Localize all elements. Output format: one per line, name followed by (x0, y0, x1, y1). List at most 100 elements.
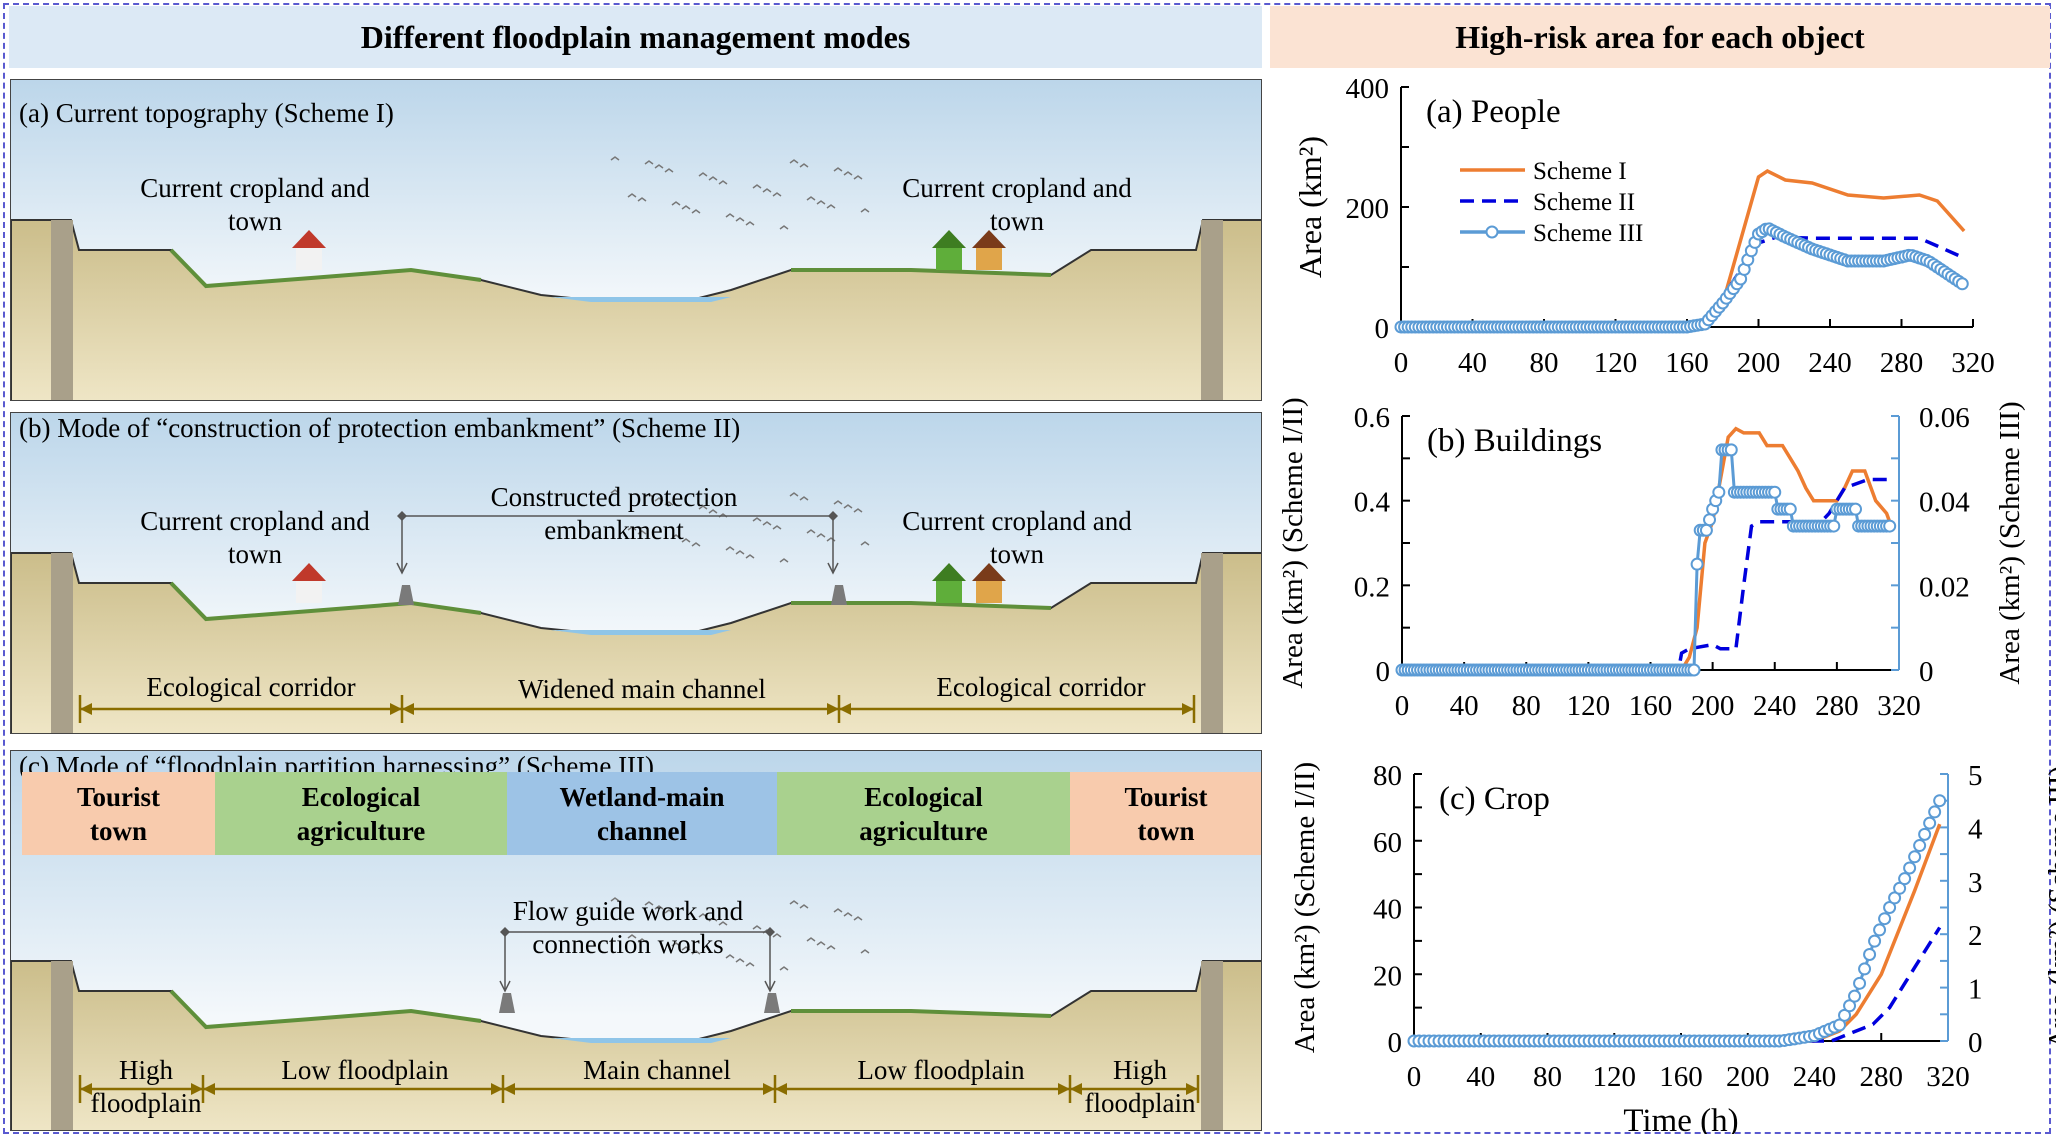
figure-frame (3, 3, 2051, 1134)
arrow-head-icon (499, 980, 511, 993)
arrow-left-icon (775, 1083, 787, 1095)
chart-title: (a) People (1426, 94, 1561, 130)
x-tick-label: 240 (1753, 690, 1797, 722)
embankment-icon (398, 585, 414, 605)
embankment-callout (401, 515, 834, 573)
bird-icon (860, 949, 870, 954)
bird-icon (735, 217, 745, 222)
grass (169, 248, 482, 289)
x-tick-label: 80 (1530, 347, 1559, 379)
x-tick-label: 280 (1880, 347, 1924, 379)
house-icon (976, 248, 1002, 270)
data-point-scheme-iii (1687, 663, 1701, 677)
house-roof-icon (972, 563, 1006, 581)
bird-icon (843, 504, 853, 509)
data-point-scheme-iii (1724, 443, 1738, 457)
bird-icon (725, 213, 735, 218)
bird-icon (772, 192, 782, 197)
house-icon (976, 581, 1002, 603)
x-tick-label: 320 (1877, 690, 1921, 722)
bird-icon (806, 529, 816, 534)
y2-tick-label: 4 (1968, 813, 1983, 845)
x-tick-label: 160 (1665, 347, 1709, 379)
bird-icon (826, 945, 836, 950)
bird-icon (644, 160, 654, 165)
x-tick-label: 320 (1951, 347, 1995, 379)
bird-icon (860, 541, 870, 546)
river-water (551, 1038, 731, 1043)
bird-icon (745, 962, 755, 967)
bird-icon (698, 172, 708, 177)
y-tick-label: 400 (1346, 73, 1390, 105)
data-point-scheme-iii (1928, 805, 1942, 819)
bird-icon (644, 901, 654, 906)
data-point-scheme-iii (1827, 519, 1841, 533)
x-tick-label: 0 (1407, 1061, 1422, 1093)
legend-label: Scheme III (1533, 220, 1643, 247)
data-point-scheme-iii (1908, 850, 1922, 864)
x-tick-label: 120 (1567, 690, 1611, 722)
bird-icon (644, 493, 654, 498)
diamond-icon (397, 511, 407, 521)
arrow-left-icon (1070, 1083, 1082, 1095)
bird-icon (789, 492, 799, 497)
bird-icon (843, 912, 853, 917)
y-tick-label: 0 (1388, 1027, 1403, 1059)
bird-icon (799, 163, 809, 168)
arrow-right-icon (763, 1083, 775, 1095)
bird-icon (671, 942, 681, 947)
right-levee-wall (1201, 553, 1223, 733)
bird-icon (772, 933, 782, 938)
data-point-scheme-iii (1712, 485, 1726, 499)
bird-icon (691, 209, 701, 214)
bird-icon (799, 904, 809, 909)
bird-icon (627, 934, 637, 939)
bird-icon (654, 497, 664, 502)
series-line-scheme-ii (1402, 477, 1892, 672)
bird-icon (671, 201, 681, 206)
bird-icon (681, 946, 691, 951)
zone-widened-main-channel: Widened main channel (518, 674, 766, 704)
arrow-left-icon (203, 1083, 215, 1095)
house-roof-icon (932, 230, 966, 248)
zone-ecological-corridor-left: Ecological corridor (146, 672, 356, 702)
arrow-right-icon (1186, 1083, 1198, 1095)
bird-icon (627, 193, 637, 198)
diamond-icon (500, 927, 510, 937)
embankment-icon (831, 585, 847, 605)
zone-main-channel: Main channel (583, 1055, 731, 1085)
left-header: Different floodplain management modes (9, 6, 1262, 68)
x-tick-label: 200 (1737, 347, 1781, 379)
bird-icon (735, 958, 745, 963)
house-roof-icon (932, 563, 966, 581)
y-tick-label: 0.4 (1354, 487, 1391, 519)
house-icon (296, 581, 322, 603)
legend-label: Scheme II (1533, 189, 1635, 216)
arrow-right-icon (390, 703, 402, 715)
house-roof-icon (972, 230, 1006, 248)
terrain-illustration (11, 413, 1261, 733)
y2-tick-label: 2 (1968, 920, 1983, 952)
house-icon (296, 248, 322, 270)
x-tick-label: 240 (1793, 1061, 1837, 1093)
bird-icon (691, 542, 701, 547)
arrow-right-icon (1182, 703, 1194, 715)
bird-icon (745, 554, 755, 559)
x-tick-label: 280 (1815, 690, 1859, 722)
bird-icon (806, 196, 816, 201)
bird-icon (860, 208, 870, 213)
house-icon (936, 248, 962, 270)
y-tick-label: 0 (1376, 656, 1391, 688)
bird-icon (745, 221, 755, 226)
bird-icon (681, 538, 691, 543)
y-tick-label: 80 (1373, 760, 1402, 792)
arrow-head-icon (827, 562, 839, 575)
legend-marker (1485, 225, 1499, 239)
y2-tick-label: 5 (1968, 760, 1983, 792)
